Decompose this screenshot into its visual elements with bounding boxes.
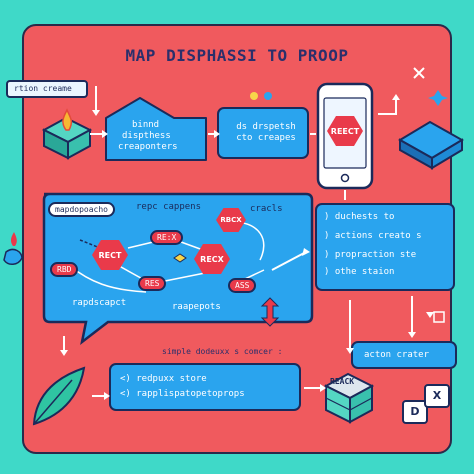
top-left-tag-label: rtion creame xyxy=(14,84,72,93)
node-res: RES xyxy=(138,276,167,291)
list-item: ) othe staion xyxy=(324,267,395,277)
react-label: REACK xyxy=(330,377,355,386)
big-panel-heading-right: cracls xyxy=(250,204,283,214)
double-arrow-icon xyxy=(260,297,280,327)
node-rect: RECT xyxy=(92,240,128,270)
house-line-1: binnd xyxy=(132,120,160,130)
list-item: ) duchests to xyxy=(324,212,395,222)
node-ass: ASS xyxy=(228,278,257,293)
node-rbcx: RBCX xyxy=(216,208,246,232)
phone-react-node: REECT xyxy=(327,116,363,146)
list-item: ) propraction ste xyxy=(324,250,417,260)
middle-line-1: ds drspetsh xyxy=(236,122,296,132)
bottom-line-1: <) redpuxx store xyxy=(120,374,207,384)
diagram-title: MAP DISPHASSI TO PROOP xyxy=(125,46,349,65)
flame-icon xyxy=(62,108,73,131)
bottom-line-2: <) rapplispatopetoprops xyxy=(120,389,245,399)
node-rbd: RBD xyxy=(50,262,79,277)
action-box-shape xyxy=(351,341,457,369)
big-panel-tag: mapdopoacho xyxy=(48,202,115,217)
badge-x: X xyxy=(424,384,450,408)
action-box-label: acton crater xyxy=(364,350,430,360)
house-line-2: dispthess xyxy=(122,131,171,141)
right-list-shape xyxy=(315,203,455,291)
big-panel-bottom-right: raapepots xyxy=(172,302,221,312)
simple-label: simple dodeuxx s comcer : xyxy=(162,347,283,356)
bottom-box-text: <) redpuxx store <) rapplispatopetoprops xyxy=(120,374,245,400)
middle-box-text: ds drspetsh cto creapes xyxy=(226,122,306,144)
right-list: ) duchests to ) actions creato s ) propr… xyxy=(324,212,452,278)
middle-line-2: cto creapes xyxy=(236,133,296,143)
big-panel-bottom-left: rapdscapct xyxy=(72,298,127,308)
house-box-text: binnd dispthess creaponters xyxy=(118,120,204,153)
candle-icon xyxy=(3,248,23,265)
house-box-shape xyxy=(105,97,207,161)
bottom-box-shape xyxy=(109,363,301,411)
badge-d: D xyxy=(402,400,428,424)
top-left-tag: rtion creame xyxy=(6,80,88,98)
phone-react-label: REECT xyxy=(330,126,360,136)
big-panel-heading-left: repc cappens xyxy=(136,202,202,212)
list-item: ) actions creato s xyxy=(324,231,422,241)
node-rex: RE:X xyxy=(150,230,184,245)
node-recx: RECX xyxy=(194,244,230,274)
big-panel-shape xyxy=(42,192,314,346)
house-line-3: creaponters xyxy=(118,142,178,152)
